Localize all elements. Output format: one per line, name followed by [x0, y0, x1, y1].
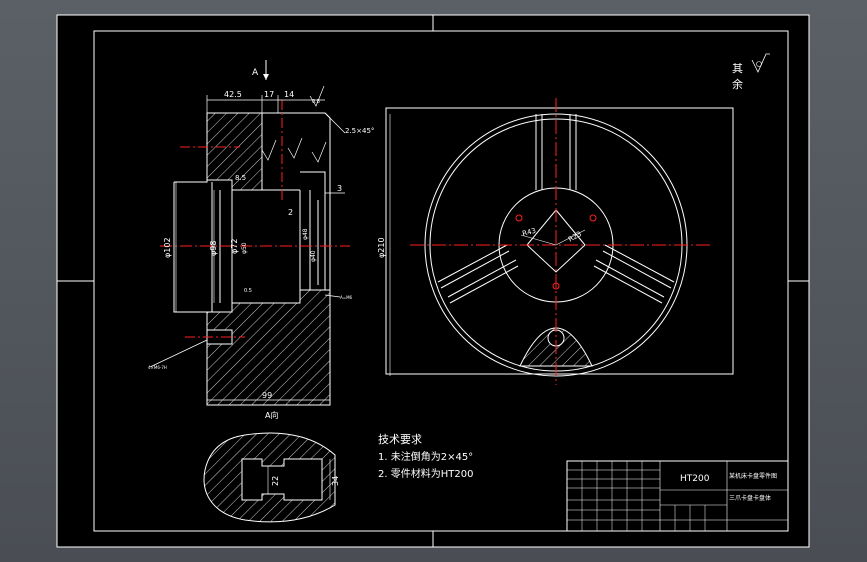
roughness-text-1: 其	[732, 62, 743, 75]
roughness-symbol-general	[751, 53, 770, 73]
front-bounding-box	[385, 107, 734, 375]
chamfer-leader	[324, 112, 346, 134]
small-hole-2	[589, 214, 597, 222]
label-A: A	[252, 68, 259, 78]
dia-48: φ48	[302, 228, 309, 240]
hub-left	[173, 180, 208, 313]
tech-item-2: 2. 零件材料为HT200	[378, 467, 473, 480]
dim-r23-leader	[555, 229, 586, 246]
jaw-slot-top	[535, 114, 577, 190]
roughness-symbol-1	[261, 139, 277, 161]
roughness-note: 其 余	[732, 53, 770, 91]
dia-72: φ72	[230, 239, 239, 254]
dim-chamfer: 2.5×45°	[345, 127, 374, 135]
view-label-A: A向	[265, 410, 278, 420]
front-view: φ210 R43 R23	[377, 98, 734, 385]
center-recess	[526, 209, 586, 273]
tech-requirements: 技术要求 1. 未注倒角为2×45° 2. 零件材料为HT200	[378, 433, 473, 480]
tech-item-1: 1. 未注倒角为2×45°	[378, 450, 473, 463]
dia-98: φ98	[209, 241, 218, 256]
view-arrow-head	[263, 74, 269, 80]
dim-2: 2	[288, 208, 293, 217]
hole-note: 4×M6-7H	[148, 365, 167, 370]
dim-0-5: 0.5	[244, 288, 252, 294]
detail-view: 22 34	[203, 432, 340, 523]
title-block: HT200 某机床卡盘零件图 三爪卡盘卡盘体	[566, 460, 789, 532]
dia-210: φ210	[377, 237, 386, 258]
title-material: HT200	[680, 474, 710, 484]
detail-dim-34-label: 34	[331, 476, 340, 486]
section-view: A 42.5 17 14 0.8 2.5×45° 3 2 8.5 0.5 φ10…	[148, 60, 374, 420]
jaw-slot-right	[593, 244, 675, 304]
dia-50: φ50	[241, 242, 248, 254]
dim-leader-right	[324, 294, 341, 298]
dim-8-5: 8.5	[235, 174, 246, 182]
tech-title: 技术要求	[378, 433, 422, 446]
title-name-1: 某机床卡盘零件图	[729, 472, 777, 480]
dim-17: 17	[264, 90, 274, 99]
dim-0-8: 0.8	[312, 99, 320, 105]
detail-dim-22-label: 22	[271, 476, 280, 486]
dim-leader-hole	[149, 339, 208, 368]
jaw-slot-left	[437, 244, 519, 304]
roughness-symbol-3	[311, 141, 327, 163]
roughness-circle	[756, 61, 762, 67]
dim-r43-leader	[520, 234, 557, 246]
dim-3: 3	[337, 184, 342, 193]
note-right: A=M6	[340, 295, 353, 300]
title-block-frame	[566, 460, 789, 532]
dia-40: φ40	[310, 250, 317, 262]
drawing-sheet	[56, 14, 810, 548]
roughness-symbol-4	[309, 85, 325, 107]
roughness-text-2: 余	[732, 77, 743, 91]
title-name-2: 三爪卡盘卡盘体	[729, 494, 771, 502]
dim-14: 14	[284, 90, 294, 99]
dia-102: φ102	[163, 237, 172, 258]
dim-42-5: 42.5	[224, 90, 242, 99]
roughness-symbol-2	[287, 137, 303, 159]
small-hole-1	[515, 214, 523, 222]
dim-r43: R43	[521, 227, 536, 238]
dim-99: 99	[262, 391, 272, 400]
bore-lines	[300, 171, 326, 290]
detail-slot	[241, 458, 323, 501]
